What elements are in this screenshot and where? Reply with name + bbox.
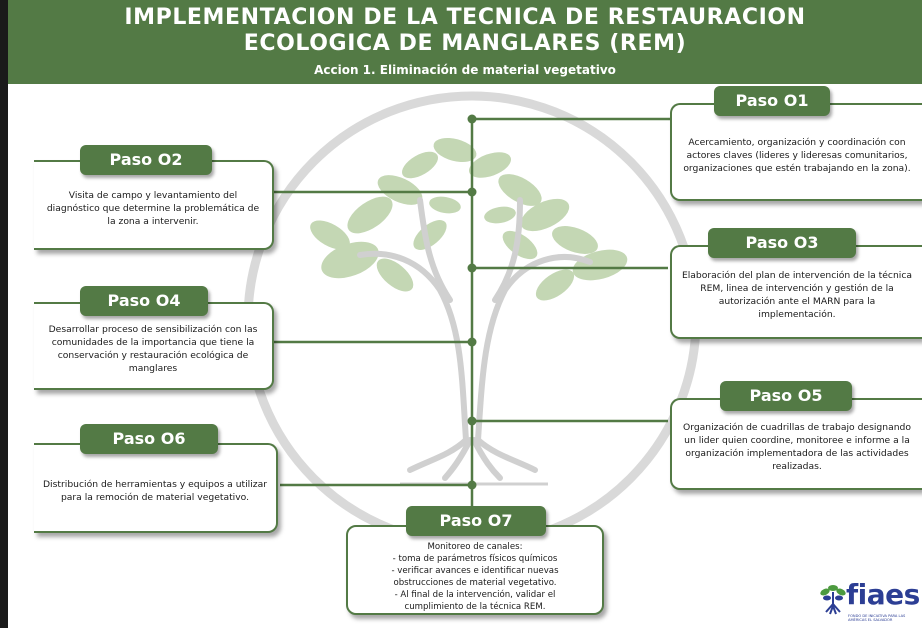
step-03-label: Paso O3 [708,228,856,258]
fiaes-logo: fiaes FONDO DE INICIATIVA PARA LAS AMÉRI… [818,574,922,628]
step-07-card: Monitoreo de canales: - toma de parámetr… [346,525,604,615]
tree-foliage-icon [310,137,628,301]
step-07-line-4: obstrucciones de material vegetativo. [393,578,557,588]
step-05-label: Paso O5 [720,381,852,411]
step-05-card: Organización de cuadrillas de trabajo de… [670,398,922,490]
tree-trunk-icon [357,197,593,481]
step-07-line-2: - toma de parámetros físicos químicos [392,554,558,564]
step-01-text: Acercamiento, organización y coordinació… [683,136,911,174]
left-frame-border [0,0,8,628]
step-03-card: Elaboración del plan de intervención de … [670,245,922,339]
step-07-line-6: cumplimiento de la técnica REM. [404,602,546,612]
title-line-2: ECOLOGICA DE MANGLARES (REM) [243,31,687,56]
step-07-line-1: Monitoreo de canales: [427,542,523,552]
step-01-label: Paso O1 [714,86,830,116]
logo-tagline: FONDO DE INICIATIVA PARA LAS AMÉRICAS EL… [848,614,906,622]
header-banner: IMPLEMENTACION DE LA TECNICA DE RESTAURA… [8,0,922,84]
step-06-label: Paso O6 [80,424,218,454]
step-07-line-5: - Al final de la intervención, validar e… [394,590,556,600]
step-07-line-3: - verificar avances e identificar nuevas [391,566,559,576]
logo-wordmark: fiaes [846,578,920,611]
title-line-1: IMPLEMENTACION DE LA TECNICA DE RESTAURA… [124,5,806,30]
connector-dots [467,114,477,490]
step-02-label: Paso O2 [80,145,212,175]
step-06-text: Distribución de herramientas y equipos a… [42,479,268,503]
connector-branches [262,117,688,487]
step-06-card: Distribución de herramientas y equipos a… [34,443,278,533]
step-01-card: Acercamiento, organización y coordinació… [670,103,922,201]
step-04-text: Desarrollar proceso de sensibilización c… [48,324,258,374]
step-04-card: Desarrollar proceso de sensibilización c… [34,302,274,390]
step-05-text: Organización de cuadrillas de trabajo de… [683,422,911,472]
mangrove-tree-icon [820,585,846,615]
subtitle: Accion 1. Eliminación de material vegeta… [314,63,616,77]
step-02-card: Visita de campo y levantamiento del diag… [34,160,274,250]
step-04-label: Paso O4 [80,286,208,316]
step-03-text: Elaboración del plan de intervención de … [681,270,913,320]
step-07-label: Paso O7 [406,506,546,536]
step-02-text: Visita de campo y levantamiento del diag… [46,189,260,227]
